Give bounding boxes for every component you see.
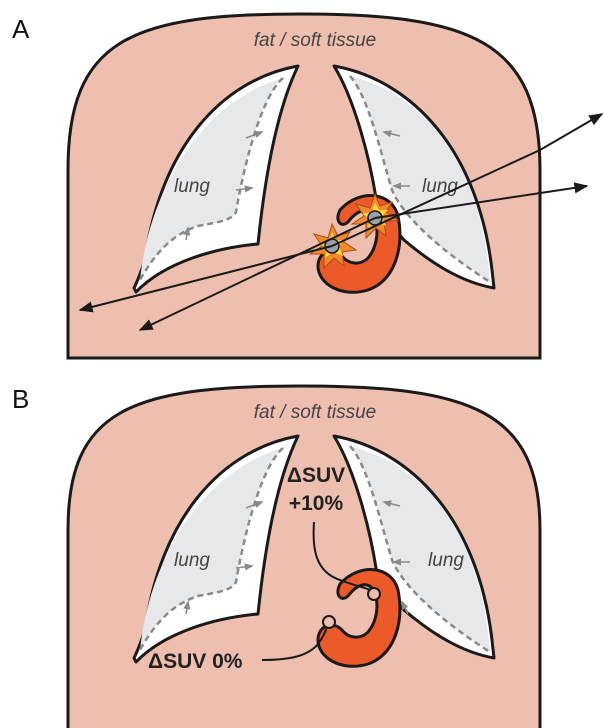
tissue-label: fat / soft tissue (254, 30, 377, 51)
left-lung-label: lung (174, 176, 210, 197)
measurement-point-bottom (323, 616, 335, 628)
delta-suv-top-value: +10% (289, 492, 344, 515)
left-lung-label: lung (174, 550, 210, 571)
panel-b: B fat / soft tissue lung lung (12, 384, 540, 728)
panel-a: A fat / soft tissue lung lung (12, 14, 602, 358)
delta-suv-top-label: ΔSUV (287, 464, 345, 487)
right-lung-label: lung (428, 550, 464, 571)
delta-suv-bottom-label: ΔSUV 0% (148, 650, 243, 673)
photon-ray (540, 114, 602, 150)
right-lung-label: lung (422, 176, 458, 197)
panel-letter-b: B (12, 384, 29, 414)
panel-letter-a: A (12, 14, 30, 44)
tissue-label: fat / soft tissue (254, 402, 377, 423)
